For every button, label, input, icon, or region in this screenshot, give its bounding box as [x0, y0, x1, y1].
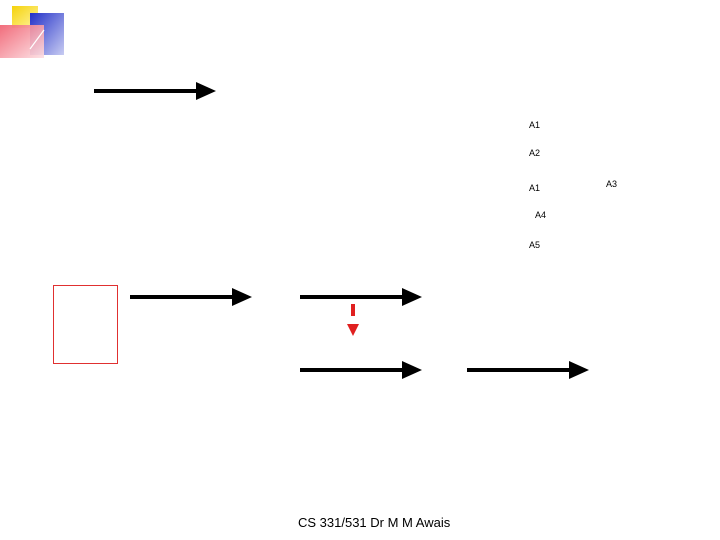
footer-text: CS 331/531 Dr M M Awais — [298, 515, 451, 530]
arrow-center-lower — [300, 361, 422, 379]
label-a2: A2 — [529, 148, 541, 158]
red-outline-box — [53, 285, 118, 364]
label-a1-top: A1 — [529, 120, 541, 130]
arrow-middle-left — [130, 288, 252, 306]
arrow-center-upper — [300, 288, 422, 306]
label-a3: A3 — [606, 179, 618, 189]
label-a4: A4 — [535, 210, 547, 220]
red-dashed-down-arrow — [347, 304, 359, 336]
corner-logo — [0, 6, 64, 58]
label-a5: A5 — [529, 240, 541, 250]
label-a1-mid: A1 — [529, 183, 541, 193]
arrow-right-lower — [467, 361, 589, 379]
arrow-top — [94, 82, 216, 100]
